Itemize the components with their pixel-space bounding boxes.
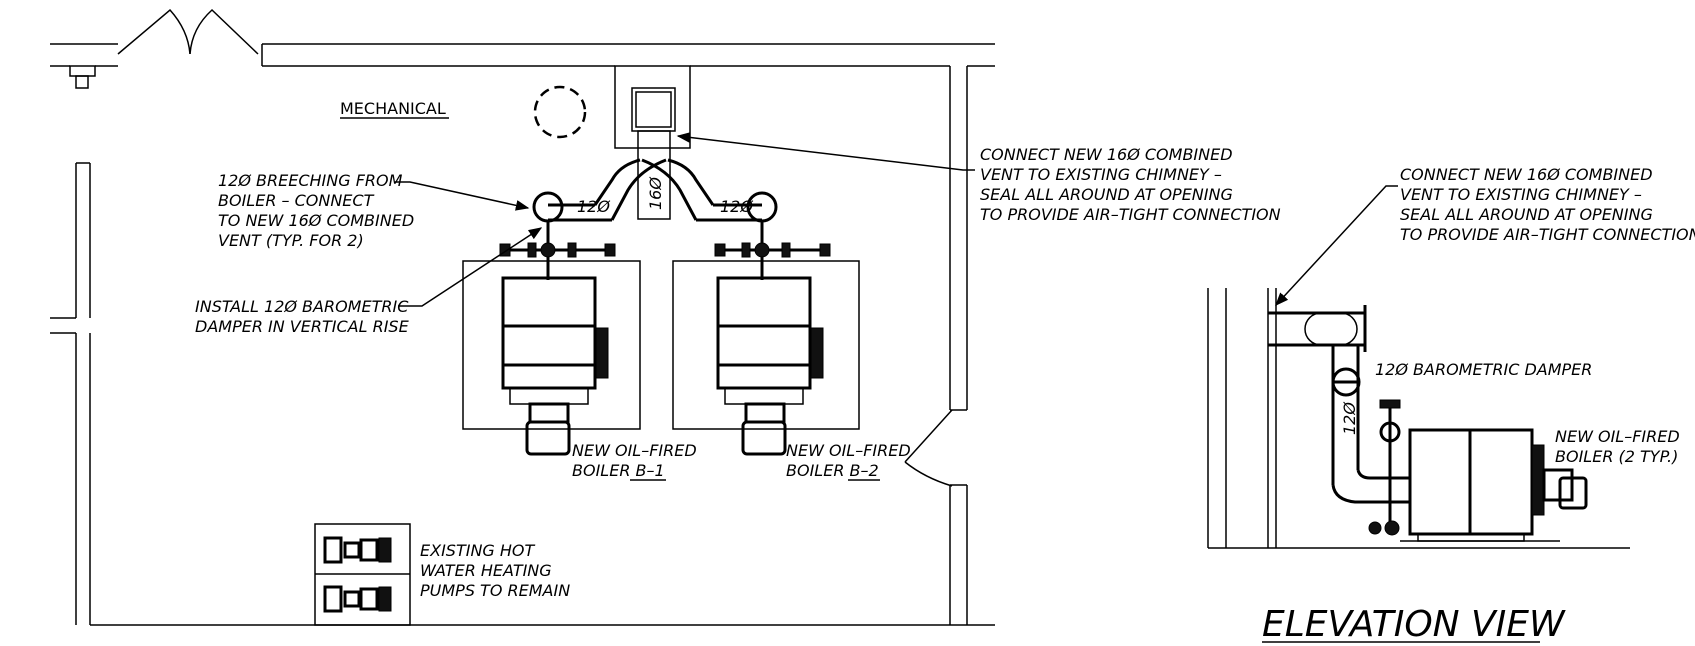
elevation-title: ELEVATION VIEW	[1262, 604, 1566, 645]
elevation-pipe-label: 12Ø	[1340, 402, 1359, 435]
note-breeching: 12Ø BREECHING FROM BOILER – CONNECT TO N…	[218, 171, 419, 250]
note-chimney-plan: CONNECT NEW 16Ø COMBINED VENT TO EXISTIN…	[980, 145, 1281, 224]
existing-pumps	[314, 523, 411, 626]
elevation-drawing	[1207, 288, 1630, 549]
note-boiler-b2: NEW OIL–FIRED BOILER B–2	[786, 441, 916, 480]
plan-walls	[50, 8, 995, 626]
note-boiler-elevation: NEW OIL–FIRED BOILER (2 TYP.)	[1555, 427, 1685, 466]
note-damper: INSTALL 12Ø BAROMETRIC DAMPER IN VERTICA…	[195, 297, 413, 336]
plan-vent-piping	[532, 130, 778, 250]
note-damper-elevation: 12Ø BAROMETRIC DAMPER	[1375, 360, 1592, 379]
pipe-label-right: 12Ø	[720, 197, 753, 216]
note-chimney-elevation: CONNECT NEW 16Ø COMBINED VENT TO EXISTIN…	[1400, 165, 1695, 244]
note-boiler-b1: NEW OIL–FIRED BOILER B–1	[572, 441, 702, 480]
boiler-b1	[462, 242, 641, 456]
note-pumps: EXISTING HOT WATER HEATING PUMPS TO REMA…	[420, 541, 570, 600]
boiler-b2	[672, 242, 860, 456]
pipe-label-left: 12Ø	[577, 197, 610, 216]
room-label: MECHANICAL	[340, 99, 446, 118]
pipe-label-combined: 16Ø	[646, 177, 665, 210]
